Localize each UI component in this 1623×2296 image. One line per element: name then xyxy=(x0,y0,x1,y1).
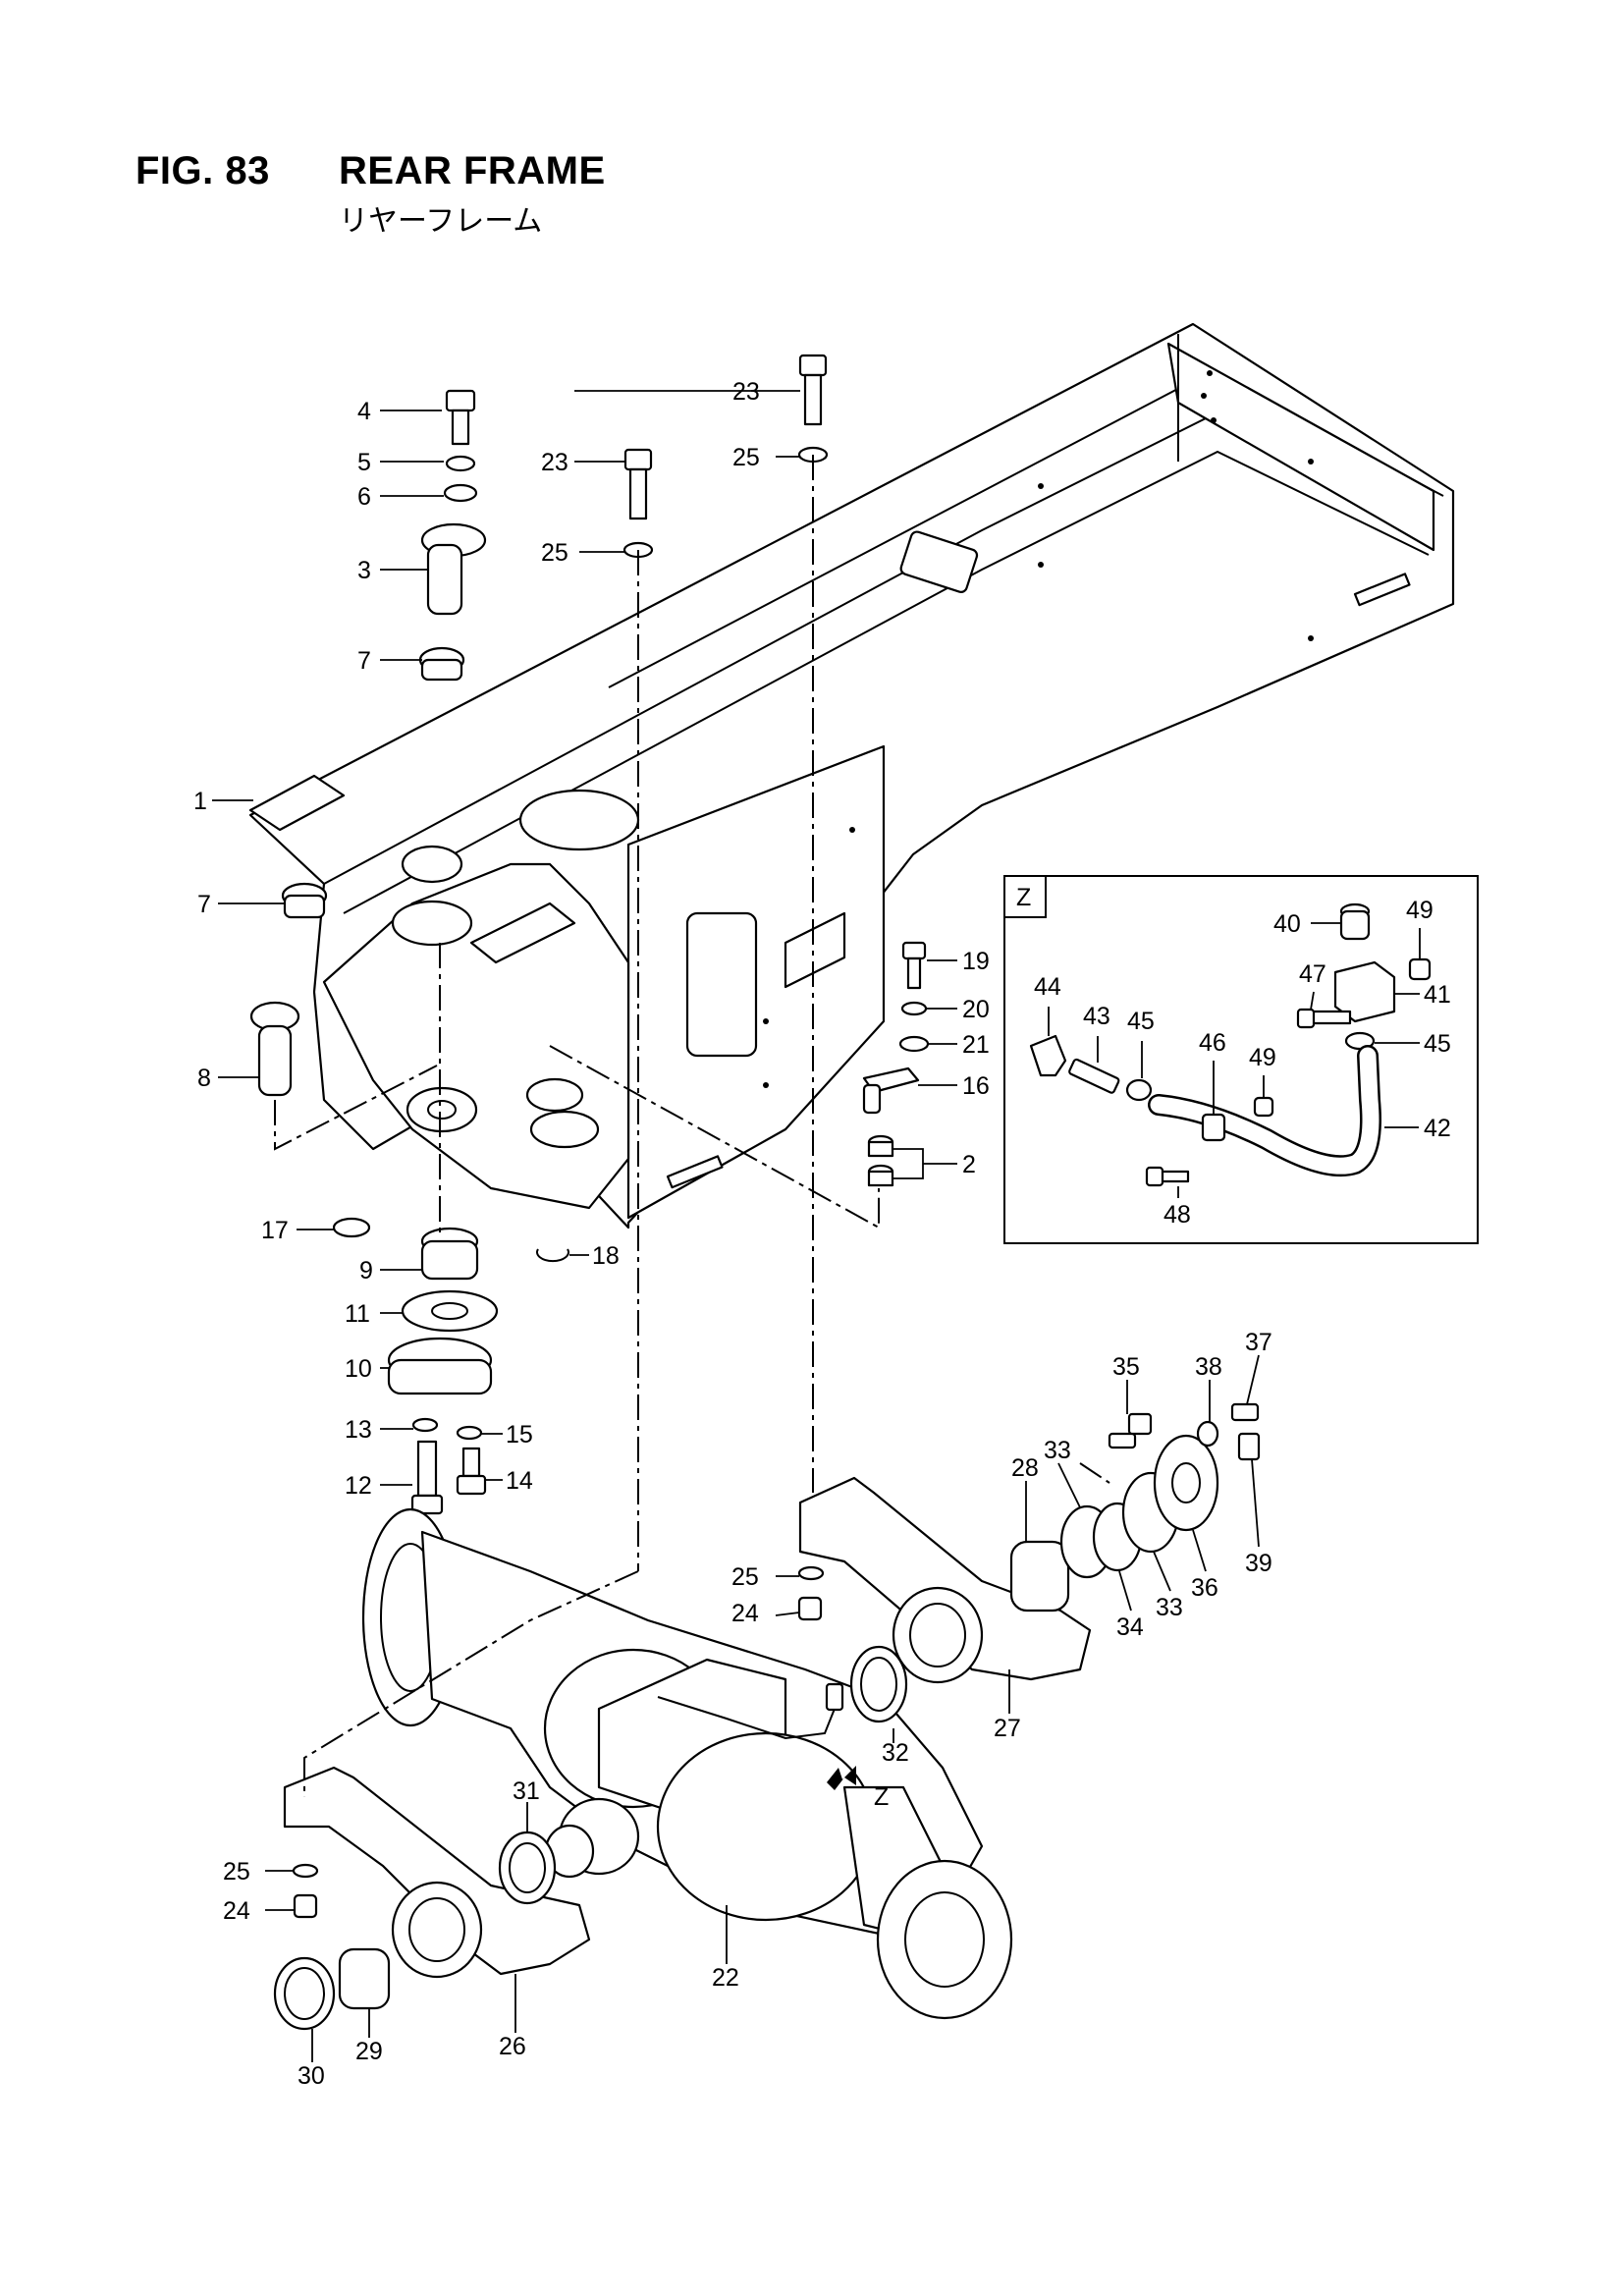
detail-view-z-label: Z xyxy=(1016,884,1031,911)
callout-36: 36 xyxy=(1191,1574,1218,1602)
callout-7-lower: 7 xyxy=(197,891,211,918)
callout-25-upper-right: 25 xyxy=(732,444,760,471)
callout-2: 2 xyxy=(962,1151,976,1178)
callout-40: 40 xyxy=(1273,910,1301,938)
callout-25-axle-right: 25 xyxy=(731,1563,759,1591)
callout-15: 15 xyxy=(506,1421,533,1449)
view-z-arrow xyxy=(827,1766,856,1790)
callout-18: 18 xyxy=(592,1242,620,1270)
callout-31: 31 xyxy=(513,1777,540,1805)
callout-20: 20 xyxy=(962,996,990,1023)
callout-6: 6 xyxy=(357,483,371,511)
callout-45-right: 45 xyxy=(1424,1030,1451,1058)
pivot-hardware-left xyxy=(249,389,569,1515)
callout-11: 11 xyxy=(345,1300,370,1328)
callout-7-upper: 7 xyxy=(357,647,371,675)
axle-support-left xyxy=(273,1766,591,2031)
callout-25-axle-left: 25 xyxy=(223,1858,250,1886)
figure-title: REAR FRAME xyxy=(339,149,606,192)
callout-43: 43 xyxy=(1083,1003,1110,1030)
callout-14: 14 xyxy=(506,1467,533,1495)
callout-29: 29 xyxy=(355,2038,383,2065)
callout-46: 46 xyxy=(1199,1029,1226,1057)
callout-12: 12 xyxy=(345,1472,372,1500)
frame-mount-bolts xyxy=(622,354,829,559)
callout-30: 30 xyxy=(298,2062,325,2090)
callout-4: 4 xyxy=(357,398,371,425)
callout-41: 41 xyxy=(1424,981,1451,1009)
callout-9: 9 xyxy=(359,1257,373,1285)
callout-1: 1 xyxy=(193,788,207,815)
callout-33-upper: 33 xyxy=(1044,1437,1071,1464)
callout-23-left: 23 xyxy=(541,449,568,476)
callout-21: 21 xyxy=(962,1031,990,1059)
callout-22: 22 xyxy=(712,1964,739,1992)
callout-3: 3 xyxy=(357,557,371,584)
callout-8: 8 xyxy=(197,1065,211,1092)
callout-19: 19 xyxy=(962,948,990,975)
leader-lines xyxy=(212,390,1421,2062)
callout-28: 28 xyxy=(1011,1454,1039,1482)
callout-49-top: 49 xyxy=(1406,897,1434,924)
rear-frame xyxy=(248,322,1455,1230)
axle-support-right xyxy=(797,1402,1261,1723)
callout-44: 44 xyxy=(1034,973,1061,1001)
callout-10: 10 xyxy=(345,1355,372,1383)
callout-5: 5 xyxy=(357,449,371,476)
callout-17: 17 xyxy=(261,1217,289,1244)
callout-16: 16 xyxy=(962,1072,990,1100)
callout-38: 38 xyxy=(1195,1353,1222,1381)
callout-13: 13 xyxy=(345,1416,372,1444)
callout-47: 47 xyxy=(1299,960,1326,988)
callout-27: 27 xyxy=(994,1715,1021,1742)
callout-23-right: 23 xyxy=(732,378,760,406)
callout-z-arrow: Z xyxy=(874,1783,889,1811)
assembly-centerlines xyxy=(274,455,1110,1797)
clamp-hardware xyxy=(862,941,930,1187)
callout-37: 37 xyxy=(1245,1329,1272,1356)
callout-49-bottom: 49 xyxy=(1249,1044,1276,1071)
figure-number: FIG. 83 xyxy=(135,149,270,192)
callout-labels: 4 5 6 3 7 1 7 8 17 18 9 11 10 13 15 12 1… xyxy=(193,378,1451,2090)
callout-24-axle-right: 24 xyxy=(731,1600,759,1627)
callout-39: 39 xyxy=(1245,1550,1272,1577)
figure-title-japanese: リヤーフレーム xyxy=(339,205,543,238)
callout-26: 26 xyxy=(499,2033,526,2060)
rear-axle xyxy=(361,1507,1013,2020)
callout-25-upper-left: 25 xyxy=(541,539,568,567)
callout-34: 34 xyxy=(1116,1613,1144,1641)
callout-33-lower: 33 xyxy=(1156,1594,1183,1621)
detail-view-z xyxy=(1003,875,1479,1244)
callout-35: 35 xyxy=(1112,1353,1140,1381)
callout-42: 42 xyxy=(1424,1115,1451,1142)
callout-24-axle-left: 24 xyxy=(223,1897,250,1925)
callout-32: 32 xyxy=(882,1739,909,1767)
callout-45-left: 45 xyxy=(1127,1008,1155,1035)
callout-48: 48 xyxy=(1163,1201,1191,1229)
